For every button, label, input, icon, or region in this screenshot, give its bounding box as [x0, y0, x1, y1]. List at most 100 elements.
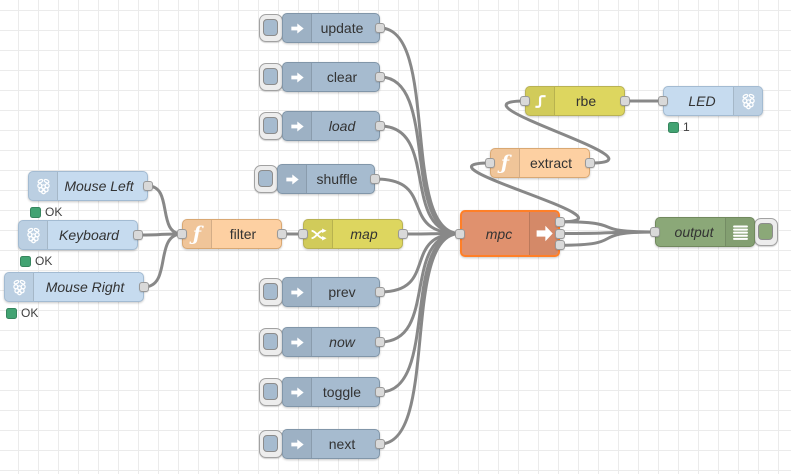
next-inject-button[interactable] — [259, 430, 283, 458]
shuffle-arrows-icon — [304, 220, 333, 248]
toggle-inject-button[interactable] — [259, 378, 283, 406]
mouse-right-output-port-0[interactable] — [139, 282, 149, 292]
load-inject-button[interactable] — [259, 112, 283, 140]
node-label-mouse-right: Mouse Right — [45, 279, 125, 295]
wire-mpc-to-extract[interactable] — [470, 161, 580, 224]
node-clear[interactable]: clear — [282, 62, 380, 92]
mpc-output-port-2[interactable] — [555, 240, 565, 251]
node-output[interactable]: output — [655, 217, 755, 247]
wire-mpc-to-output[interactable] — [558, 220, 657, 234]
filter-output-port-0[interactable] — [277, 229, 287, 239]
next-button-inner — [263, 435, 278, 452]
node-keyboard[interactable]: Keyboard — [18, 220, 138, 250]
filter-input-port[interactable] — [177, 229, 187, 239]
mouse-left-status-text: OK — [45, 205, 63, 219]
mouse-left-status: OK — [30, 205, 62, 219]
node-label-mouse-left: Mouse Left — [64, 178, 134, 194]
wire-shuffle-to-mpc[interactable] — [373, 177, 462, 235]
extract-output-port-0[interactable] — [585, 158, 595, 168]
output-action-button[interactable] — [754, 218, 778, 246]
load-output-port-0[interactable] — [375, 121, 385, 131]
node-mpc[interactable]: mpc — [460, 210, 560, 257]
wire-prev-to-mpc[interactable] — [378, 232, 462, 294]
list-lines-icon — [725, 218, 754, 246]
wire-mpc-to-output[interactable] — [558, 230, 657, 247]
inject-arrow-icon — [283, 430, 312, 458]
status-dot-icon — [30, 206, 41, 218]
step-filter-icon — [526, 87, 555, 115]
node-label-update: update — [320, 20, 364, 36]
node-label-load: load — [328, 118, 356, 134]
wire-now-to-mpc[interactable] — [378, 232, 462, 344]
wire-mouse-right-to-filter[interactable] — [142, 232, 184, 289]
node-mouse-right[interactable]: Mouse Right — [4, 272, 144, 302]
map-input-port[interactable] — [298, 229, 308, 239]
inject-arrow-icon — [283, 14, 312, 42]
inject-arrow-icon — [283, 378, 312, 406]
node-label-keyboard: Keyboard — [59, 227, 119, 243]
clear-button-inner — [263, 68, 278, 85]
mpc-output-port-1[interactable] — [555, 228, 565, 239]
led-input-port[interactable] — [658, 96, 668, 106]
wire-clear-to-mpc[interactable] — [378, 75, 462, 235]
now-output-port-0[interactable] — [375, 337, 385, 347]
node-label-prev: prev — [328, 284, 356, 300]
function-f-icon: ƒ — [491, 149, 520, 177]
prev-button-inner — [263, 283, 278, 300]
mpc-output-port-0[interactable] — [555, 216, 565, 227]
node-prev[interactable]: prev — [282, 277, 380, 307]
node-label-clear: clear — [326, 69, 358, 85]
wire-next-to-mpc[interactable] — [378, 232, 462, 446]
status-dot-icon — [668, 121, 679, 133]
rbe-output-port-0[interactable] — [620, 96, 630, 106]
node-toggle[interactable]: toggle — [282, 377, 380, 407]
wire-mouse-left-to-filter[interactable] — [146, 184, 184, 236]
clear-output-port-0[interactable] — [375, 72, 385, 82]
node-label-next: next — [328, 436, 356, 452]
node-map[interactable]: map — [303, 219, 403, 249]
shuffle-button-inner — [258, 170, 273, 187]
next-output-port-0[interactable] — [375, 439, 385, 449]
node-now[interactable]: now — [282, 327, 380, 357]
node-update[interactable]: update — [282, 13, 380, 43]
output-input-port[interactable] — [650, 227, 660, 237]
mpc-input-port[interactable] — [455, 228, 465, 239]
raspberry-pi-icon — [733, 87, 762, 115]
node-label-extract: extract — [529, 155, 572, 171]
shuffle-output-port-0[interactable] — [370, 174, 380, 184]
wire-keyboard-to-filter[interactable] — [136, 232, 184, 237]
update-inject-button[interactable] — [259, 14, 283, 42]
node-label-output: output — [674, 224, 714, 240]
node-led[interactable]: LED — [663, 86, 763, 116]
prev-inject-button[interactable] — [259, 278, 283, 306]
rbe-input-port[interactable] — [520, 96, 530, 106]
node-extract[interactable]: ƒ extract — [490, 148, 590, 178]
extract-input-port[interactable] — [485, 158, 495, 168]
node-next[interactable]: next — [282, 429, 380, 459]
node-mouse-left[interactable]: Mouse Left — [28, 171, 148, 201]
keyboard-output-port-0[interactable] — [133, 230, 143, 240]
toggle-button-inner — [263, 383, 278, 400]
node-rbe[interactable]: rbe — [525, 86, 625, 116]
update-button-inner — [263, 19, 278, 36]
prev-output-port-0[interactable] — [375, 287, 385, 297]
clear-inject-button[interactable] — [259, 63, 283, 91]
wire-extract-to-rbe[interactable] — [504, 99, 611, 165]
now-inject-button[interactable] — [259, 328, 283, 356]
wire-load-to-mpc[interactable] — [378, 124, 462, 235]
node-label-now: now — [329, 334, 355, 350]
toggle-output-port-0[interactable] — [375, 387, 385, 397]
keyboard-status: OK — [20, 254, 52, 268]
node-shuffle[interactable]: shuffle — [277, 164, 375, 194]
mouse-left-output-port-0[interactable] — [143, 181, 153, 191]
raspberry-pi-icon — [29, 172, 58, 200]
update-output-port-0[interactable] — [375, 23, 385, 33]
map-output-port-0[interactable] — [398, 229, 408, 239]
node-load[interactable]: load — [282, 111, 380, 141]
wire-update-to-mpc[interactable] — [378, 26, 462, 235]
shuffle-inject-button[interactable] — [254, 165, 278, 193]
led-status: 1 — [668, 120, 690, 134]
wire-toggle-to-mpc[interactable] — [378, 232, 462, 394]
